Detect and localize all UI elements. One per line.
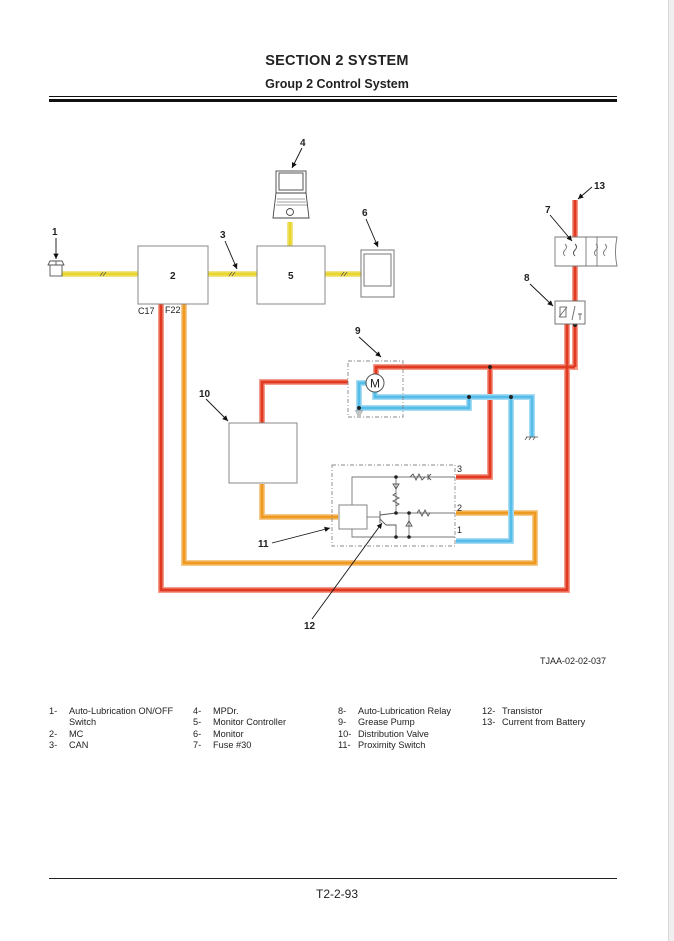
legend-label: Auto-Lubrication ON/OFF xyxy=(69,706,174,716)
auto-lubrication-switch-icon xyxy=(47,260,65,277)
proximity-switch-boundary xyxy=(331,464,456,547)
legend-label: CAN xyxy=(69,739,89,750)
legend-num: 6- xyxy=(193,728,202,739)
legend-col-4: 12- Transistor 13- Current from Battery xyxy=(482,706,585,729)
legend-num: 3- xyxy=(49,739,58,750)
header-rule-thin xyxy=(49,96,617,97)
legend-label: Monitor xyxy=(213,728,244,739)
terminal-3-label: 3 xyxy=(457,464,462,474)
legend-label: Distribution Valve xyxy=(358,728,429,739)
legend-num: 10- xyxy=(338,728,352,739)
callout-5: 5 xyxy=(288,271,294,282)
callout-9: 9 xyxy=(355,326,361,337)
legend-num: 4- xyxy=(193,706,202,716)
chassis-ground-icon xyxy=(524,436,538,441)
header-rule-thick xyxy=(49,99,617,102)
laptop-icon xyxy=(272,170,310,219)
legend-label: MPDr. xyxy=(213,706,239,716)
callout-13: 13 xyxy=(594,181,606,192)
legend-label: Transistor xyxy=(502,706,543,716)
section-title: SECTION 2 SYSTEM xyxy=(265,53,409,69)
callout-7: 7 xyxy=(545,205,551,216)
pump-ground-icon xyxy=(355,410,363,416)
auto-lubrication-relay-icon xyxy=(554,300,586,325)
footer-rule xyxy=(49,878,617,879)
page-number: T2-2-93 xyxy=(315,887,359,901)
legend-col-2: 4- MPDr. 5- Monitor Controller 6- Monitor 7… xyxy=(193,706,286,751)
group-title: Group 2 Control System xyxy=(265,77,409,91)
terminal-2-label: 2 xyxy=(457,503,462,513)
fuse-30-icon xyxy=(573,243,577,257)
legend-label: Monitor Controller xyxy=(213,717,287,728)
grease-pump-boundary xyxy=(347,360,404,418)
can-wires xyxy=(62,222,361,277)
callouts xyxy=(53,147,593,620)
legend-num: 1- xyxy=(49,706,58,716)
motor-label: M xyxy=(370,377,380,391)
connector-f22-label: F22 xyxy=(165,305,181,315)
legend-col-3: 8- Auto-Lubrication Relay 9- Grease Pump 1… xyxy=(338,706,451,751)
legend-col-1: 1- Auto-Lubrication ON/OFF Switch 2- MC 3-… xyxy=(49,706,173,751)
monitor-icon xyxy=(360,249,395,298)
legend-label-cont: Switch xyxy=(69,717,97,728)
terminal-1-label: 1 xyxy=(457,525,462,535)
legend-label: Grease Pump xyxy=(358,717,415,728)
mc-box xyxy=(137,245,209,305)
legend-label: Auto-Lubrication Relay xyxy=(358,706,451,716)
callout-12: 12 xyxy=(304,621,316,632)
legend-num: 9- xyxy=(338,717,347,728)
legend-num: 7- xyxy=(193,739,202,750)
distribution-valve-box xyxy=(228,422,298,484)
monitor-controller-box xyxy=(256,245,326,305)
legend-num: 11- xyxy=(338,739,351,750)
callout-6: 6 xyxy=(362,208,368,219)
legend-label: Current from Battery xyxy=(502,717,586,728)
grease-pump-motor-icon: M xyxy=(365,373,385,393)
connector-c17-label: C17 xyxy=(138,306,155,316)
legend-num: 5- xyxy=(193,717,202,728)
legend-label: Fuse #30 xyxy=(213,739,252,750)
callout-4: 4 xyxy=(300,138,306,149)
legend-num: 2- xyxy=(49,728,58,739)
legend-num: 12- xyxy=(482,706,496,716)
legend-label: Proximity Switch xyxy=(358,739,426,750)
callout-8: 8 xyxy=(524,273,530,284)
figure-id: TJAA-02-02-037 xyxy=(540,656,607,666)
legend-num: 13- xyxy=(482,717,496,728)
callout-3: 3 xyxy=(220,230,226,241)
ground-wires xyxy=(356,380,538,544)
proximity-switch-circuit xyxy=(338,472,455,538)
legend-label: MC xyxy=(69,728,84,739)
fuse-box xyxy=(554,236,618,267)
legend-num: 8- xyxy=(338,706,347,716)
transistor-icon xyxy=(379,511,397,537)
callout-11: 11 xyxy=(258,539,269,550)
viewer-scrollbar-edge xyxy=(668,0,674,941)
callout-1: 1 xyxy=(52,227,58,238)
callout-10: 10 xyxy=(199,389,211,400)
callout-2: 2 xyxy=(170,271,176,282)
